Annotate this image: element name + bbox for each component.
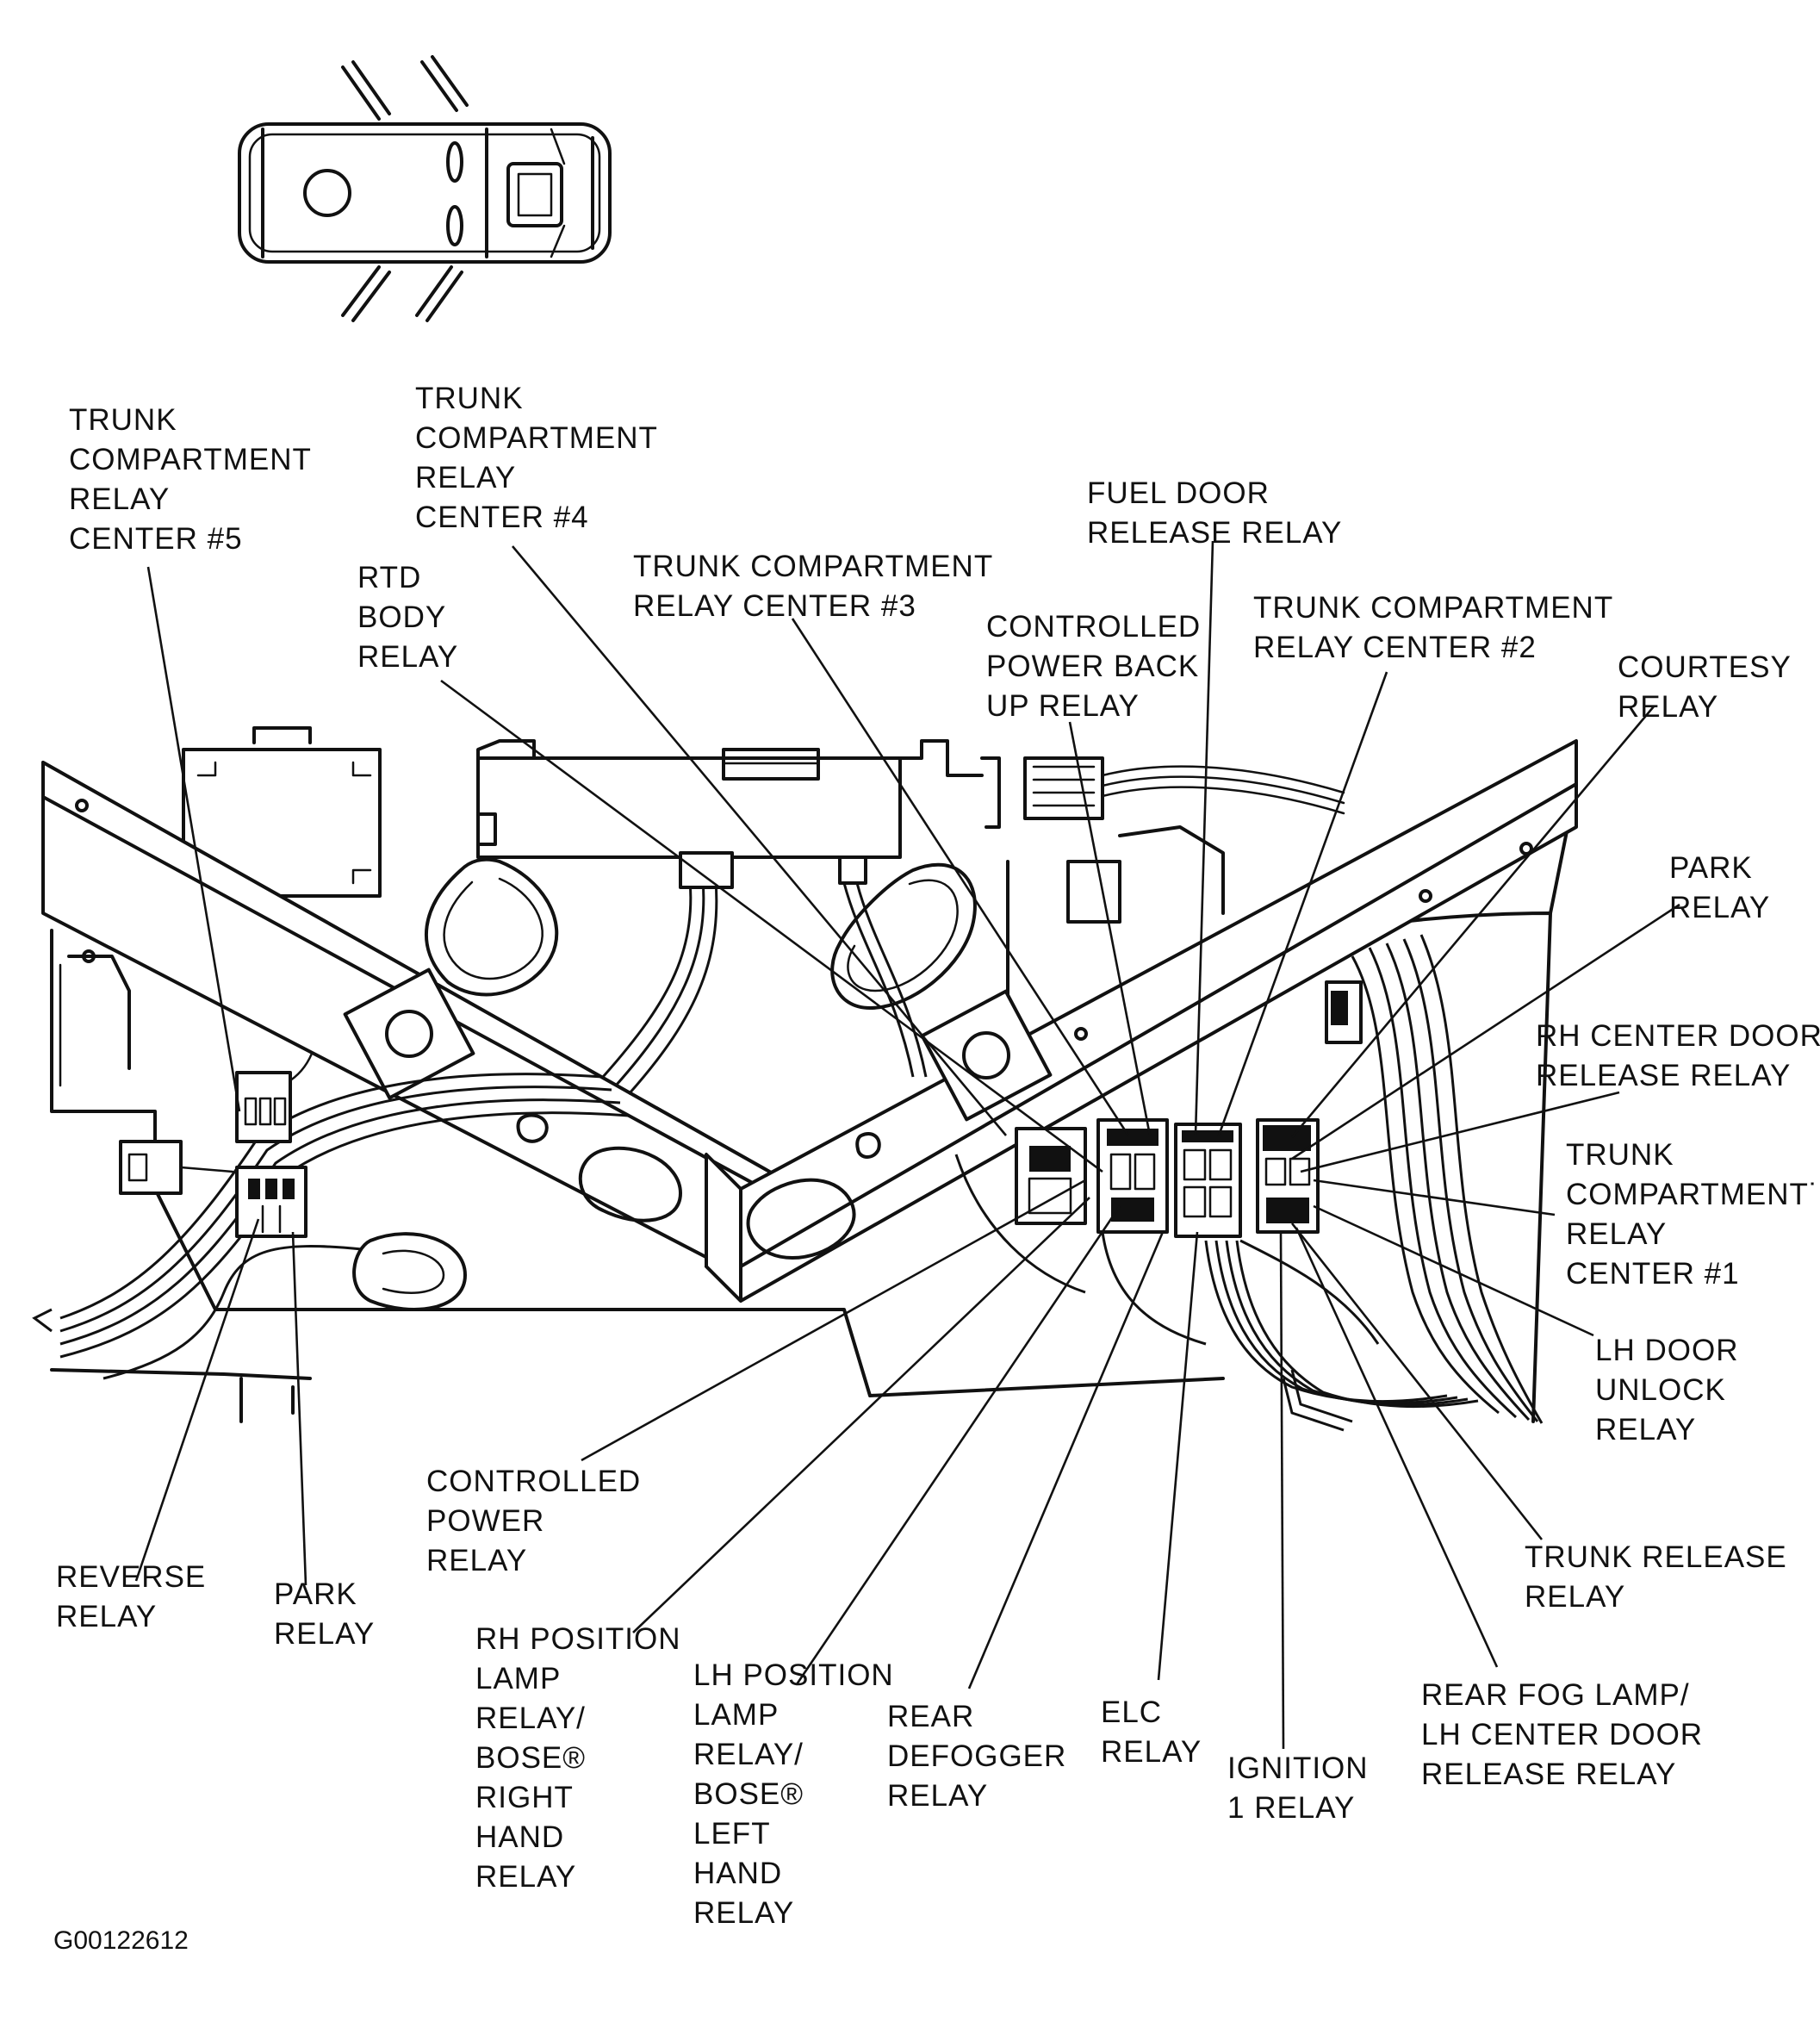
label-trunk-relay-center-5: TRUNK COMPARTMENT RELAY CENTER #5	[69, 403, 312, 556]
label-ignition-1-relay: IGNITION 1 RELAY	[1227, 1751, 1369, 1825]
leader-rtd-body	[440, 679, 1103, 1173]
label-rtd-body-relay: RTD BODY RELAY	[357, 561, 459, 674]
label-controlled-power-relay: CONTROLLED POWER RELAY	[426, 1465, 642, 1577]
label-rh-center-door-release-relay: RH CENTER DOOR RELEASE RELAY	[1536, 1019, 1820, 1092]
leader-center-1	[1313, 1179, 1556, 1216]
leader-center-3	[791, 618, 1130, 1136]
label-fuel-door-release-relay: FUEL DOOR RELEASE RELAY	[1087, 476, 1343, 550]
leader-controlled-power	[581, 1179, 1086, 1462]
leader-rh-center-door	[1300, 1091, 1620, 1173]
leader-lh-position	[795, 1205, 1121, 1685]
leader-reverse	[134, 1218, 260, 1582]
leader-lh-door-unlock	[1313, 1204, 1594, 1337]
leader-park-right	[1291, 903, 1680, 1160]
label-trunk-relay-center-1: TRUNK COMPARTMENT˙ RELAY CENTER #1	[1566, 1138, 1820, 1291]
label-trunk-release-relay: TRUNK RELEASE RELAY	[1525, 1540, 1787, 1614]
label-rear-defogger-relay: REAR DEFOGGER RELAY	[887, 1700, 1067, 1813]
label-rear-fog-lamp-relay: REAR FOG LAMP/ LH CENTER DOOR RELEASE RE…	[1421, 1678, 1704, 1791]
leader-elc	[1157, 1231, 1199, 1681]
leader-courtesy	[1291, 706, 1655, 1138]
leader-park-left	[291, 1231, 307, 1586]
label-trunk-relay-center-3: TRUNK COMPARTMENT RELAY CENTER #3	[633, 550, 994, 623]
vehicle-locator-icon	[238, 55, 612, 322]
leader-center-4	[512, 545, 1007, 1136]
relay-panel	[1015, 980, 1363, 1238]
leader-fuel-door	[1194, 540, 1214, 1136]
label-trunk-relay-center-4: TRUNK COMPARTMENT RELAY CENTER #4	[415, 382, 658, 534]
leader-trunk-release	[1290, 1223, 1544, 1540]
leader-rh-position	[632, 1197, 1090, 1633]
leader-controlled-power-back-up	[1068, 721, 1152, 1136]
label-reverse-relay: REVERSE RELAY	[56, 1560, 207, 1633]
label-rh-position-lamp-relay: RH POSITION LAMP RELAY/ BOSE® RIGHT HAND…	[475, 1622, 681, 1894]
leader-center-5	[146, 566, 241, 1112]
label-elc-relay: ELC RELAY	[1101, 1695, 1202, 1769]
label-lh-position-lamp-relay: LH POSITION LAMP RELAY/ BOSE® LEFT HAND …	[693, 1658, 894, 1930]
label-trunk-relay-center-2: TRUNK COMPARTMENT RELAY CENTER #2	[1253, 591, 1614, 664]
label-controlled-power-back-up-relay: CONTROLLED POWER BACK UP RELAY	[986, 610, 1202, 723]
label-park-relay-right: PARK RELAY	[1669, 851, 1771, 924]
leader-lines	[134, 540, 1680, 1750]
figure-code: G00122612	[53, 1926, 189, 1955]
leader-rear-fog	[1295, 1227, 1499, 1668]
leader-center-2	[1217, 671, 1388, 1136]
label-park-relay-left: PARK RELAY	[274, 1577, 376, 1651]
trunk-compartment-drawing	[32, 726, 1578, 1432]
label-lh-door-unlock-relay: LH DOOR UNLOCK RELAY	[1595, 1334, 1739, 1447]
leader-rear-defogger	[967, 1231, 1165, 1689]
label-courtesy-relay: COURTESY RELAY	[1618, 650, 1792, 724]
leader-ignition-1	[1279, 1231, 1285, 1750]
